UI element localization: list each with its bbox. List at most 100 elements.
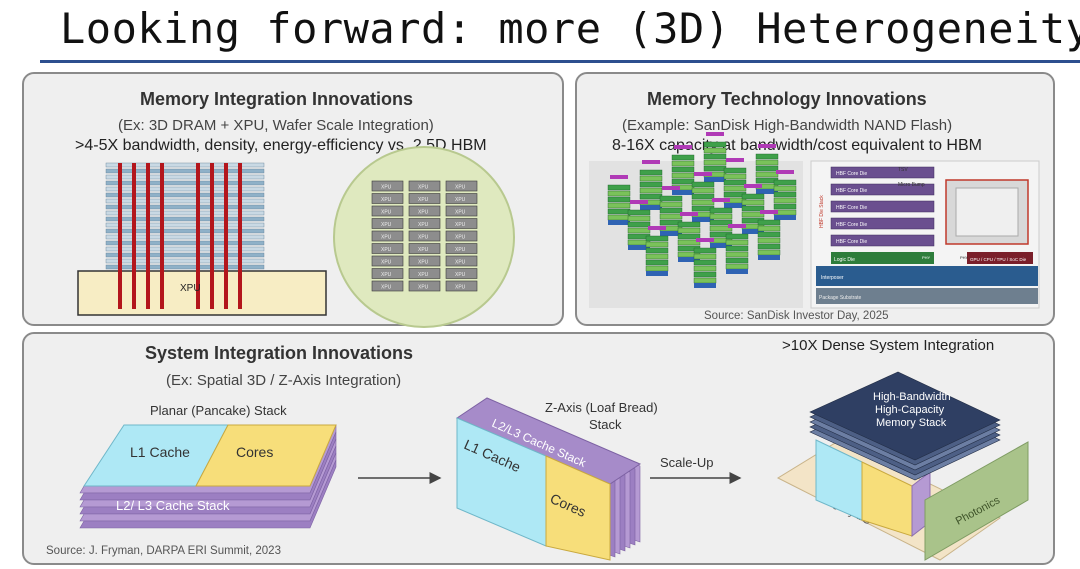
wafer-xpu-label: XPU — [381, 210, 392, 216]
hbf-stack-top — [706, 132, 724, 136]
hbf-stack-layer — [741, 205, 765, 212]
micro-bump-label: Micro Bump — [898, 182, 925, 188]
hbf-stack-layer — [755, 159, 779, 166]
hbf-stack-top — [728, 224, 746, 228]
hbf-stack-layer — [671, 166, 695, 173]
hbf-stack-layer — [741, 211, 765, 218]
system-integration-source: Source: J. Fryman, DARPA ERI Summit, 202… — [46, 545, 281, 557]
dram-layer — [105, 228, 265, 234]
hbf-stack-layer — [723, 173, 747, 180]
tsv-pillar — [238, 163, 242, 309]
dram-layer — [105, 216, 265, 222]
hbf-stack-layer — [677, 221, 701, 228]
wafer-xpu-tile — [371, 255, 404, 267]
wafer-xpu-tile — [445, 193, 478, 204]
wafer-xpu-tile — [445, 205, 478, 217]
wafer-xpu-tile — [371, 230, 404, 242]
hbf-stack-layer — [725, 245, 749, 252]
dram-layer — [105, 264, 265, 270]
hbf-stack-base — [774, 215, 796, 220]
dense-memory-layer — [809, 371, 1001, 461]
planar-l1-label: L1 Cache — [130, 444, 190, 460]
hbf-stack-layer — [645, 259, 669, 266]
hbf-stack-top — [630, 200, 648, 204]
system-integration-heading: System Integration Innovations — [145, 343, 414, 363]
system-integration-example: (Ex: Spatial 3D / Z-Axis Integration) — [166, 372, 402, 389]
hbf-stack-layer — [691, 193, 715, 200]
hbf-stack-layer — [725, 251, 749, 258]
dram-layer — [105, 186, 265, 192]
hbf-stack-layer — [691, 199, 715, 206]
hbf-stack-base — [660, 231, 682, 236]
hbf-stack-layer — [677, 233, 701, 240]
hbf-stack-top — [648, 226, 666, 230]
memory-stack-label-2: High-Capacity — [875, 404, 945, 416]
hbf-stack-layer — [671, 178, 695, 185]
hbf-stack-top — [610, 175, 628, 179]
wafer-xpu-tile — [408, 243, 441, 254]
hbf-stack-layer — [645, 235, 669, 242]
hbf-core-die — [830, 200, 935, 213]
hbf-stack-layer — [645, 247, 669, 254]
wafer-xpu-label: XPU — [418, 185, 429, 191]
wafer-xpu-tile — [408, 268, 441, 279]
phy-label-2: PHY — [960, 255, 969, 260]
photonics-panel — [924, 441, 1029, 561]
tsv-pillar — [160, 163, 164, 309]
hbf-stack-top — [694, 172, 712, 176]
wafer-xpu-label: XPU — [418, 260, 429, 266]
hbf-stack-layer — [693, 247, 717, 254]
wafer-xpu-label: XPU — [381, 197, 392, 203]
hbf-core-die-label: HBF Core Die — [836, 239, 867, 245]
hbf-stack-base — [678, 257, 700, 262]
title-underline — [40, 60, 1080, 63]
hbf-stack-layer — [725, 239, 749, 246]
xpu-label: XPU — [180, 283, 201, 294]
wafer-xpu-label: XPU — [455, 185, 466, 191]
hbf-stack-layer — [755, 153, 779, 160]
hbf-stack-layer — [607, 190, 631, 197]
wafer-xpu-tile — [445, 268, 478, 279]
wafer-xpu-tile — [408, 230, 441, 242]
wafer-xpu-label: XPU — [455, 260, 466, 266]
dram-layer — [105, 240, 265, 246]
hbf-stack-layer — [709, 225, 733, 232]
hbf-stack-layer — [627, 227, 651, 234]
interposer-label: Interposer — [821, 275, 844, 281]
memory-technology-heading: Memory Technology Innovations — [647, 89, 927, 109]
memory-technology-source: Source: SanDisk Investor Day, 2025 — [704, 310, 889, 322]
wafer-xpu-label: XPU — [455, 272, 466, 278]
logic-die-bar — [831, 252, 934, 264]
hbf-stack-top — [674, 145, 692, 149]
hbf-stack-layer — [677, 239, 701, 246]
wafer-xpu-tile — [408, 218, 441, 229]
soc-die — [967, 252, 1033, 264]
hbf-stack-base — [672, 190, 694, 195]
wafer-xpu-label: XPU — [455, 197, 466, 203]
hbf-stack-layer — [773, 185, 797, 192]
hbf-stack-top — [680, 212, 698, 216]
wafer-xpu-tile — [371, 193, 404, 204]
hbf-stack-layer — [645, 241, 669, 248]
wafer-xpu-tile — [408, 180, 441, 192]
wafer-xpu-label: XPU — [418, 210, 429, 216]
hbf-stack-layer — [703, 147, 727, 154]
hbf-stack-top — [712, 198, 730, 202]
hbf-stack-layer — [639, 169, 663, 176]
wafer-xpu-label: XPU — [418, 222, 429, 228]
hbf-core-die-label: HBF Core Die — [836, 205, 867, 211]
dram-layer — [105, 162, 265, 168]
dram-layer — [105, 192, 265, 198]
hbf-stack-top — [744, 184, 762, 188]
dram-layer — [105, 210, 265, 216]
wafer-xpu-tile — [371, 218, 404, 229]
hbf-stack-layer — [757, 237, 781, 244]
hbf-stack-top — [776, 170, 794, 174]
hbf-stack-layer — [773, 197, 797, 204]
soc-zoom-grid — [955, 187, 1019, 237]
wafer-xpu-tile — [408, 205, 441, 217]
hbf-stack-layer — [709, 213, 733, 220]
